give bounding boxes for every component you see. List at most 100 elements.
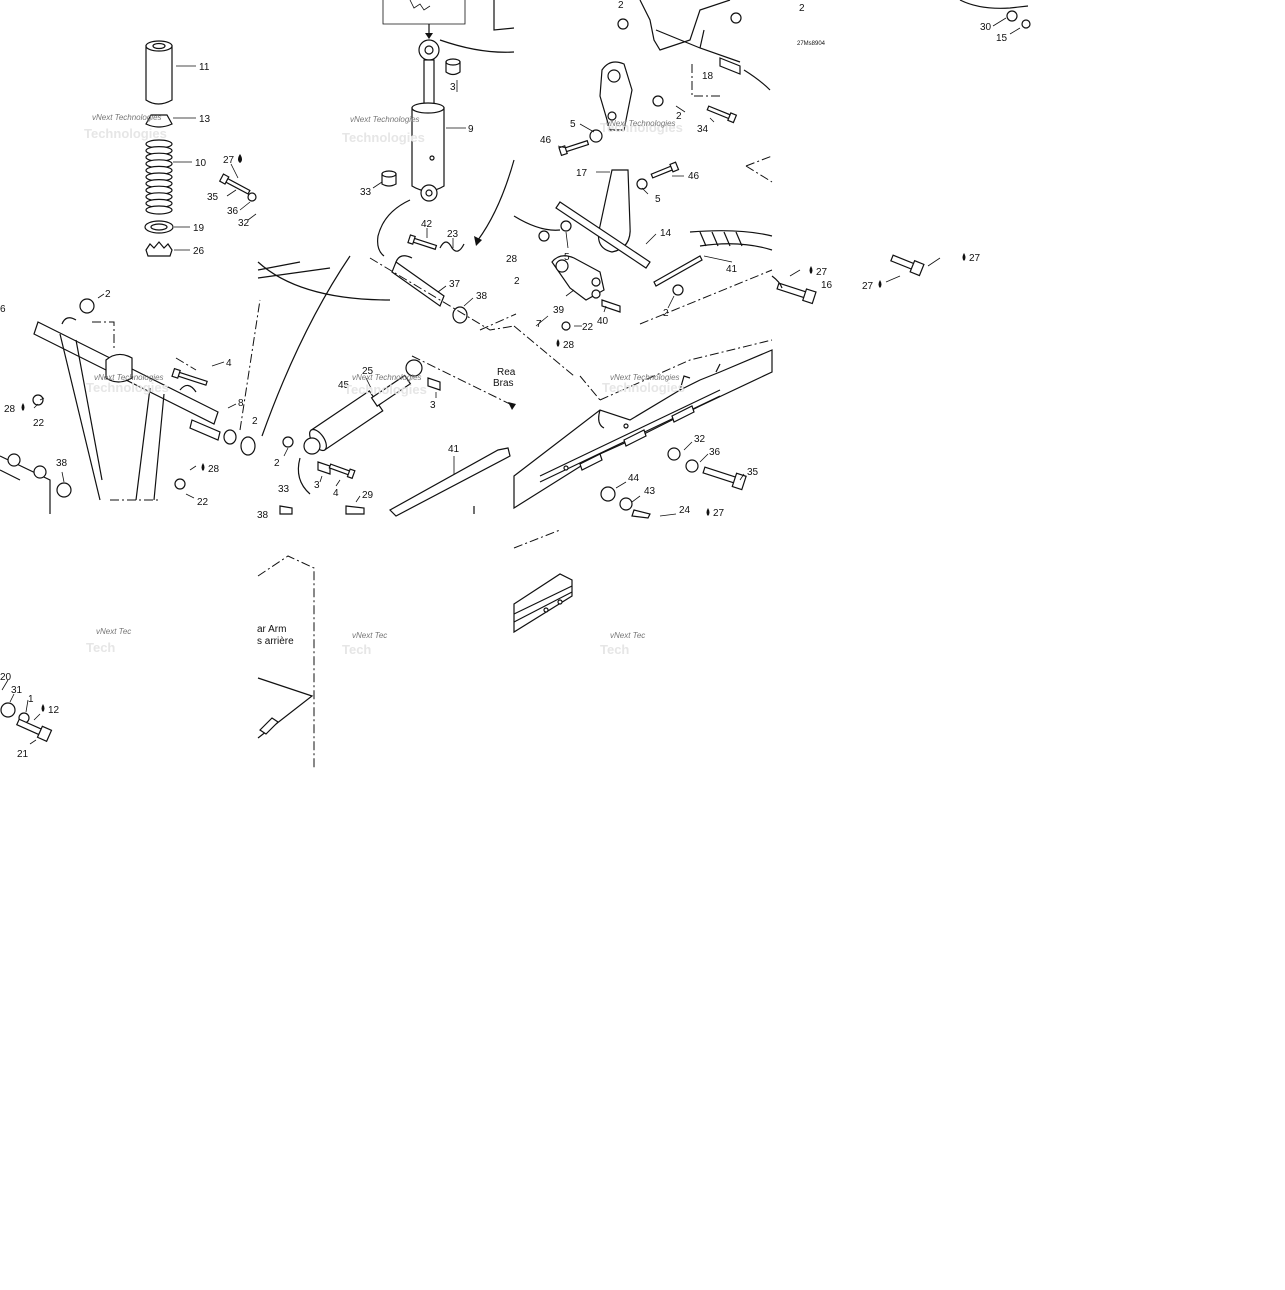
- tile-rail-fragment: [513, 529, 573, 634]
- coil-spring: [145, 139, 173, 215]
- label-46: 46: [540, 135, 552, 146]
- bushing-18: [719, 57, 741, 75]
- washer-2: [223, 429, 237, 445]
- nut-43: [619, 497, 633, 511]
- grease-drop-icon: [556, 339, 560, 347]
- watermarks: Technologies vNext Technologies Technolo…: [84, 113, 685, 657]
- svg-text:Tech: Tech: [600, 642, 629, 657]
- label-21: 21: [17, 749, 29, 760]
- label-2: 2: [274, 458, 280, 469]
- bolt-27: [890, 254, 925, 277]
- label-10: 10: [195, 158, 207, 169]
- tile-front-arm: 2 6 4 28 22 8 2 38 28 22: [0, 289, 261, 514]
- link-plate-17: [599, 61, 633, 131]
- label-2-top: 2: [618, 0, 624, 11]
- bolt-4: [328, 463, 356, 480]
- bushing-40: [601, 299, 621, 313]
- label-2b: 2: [252, 416, 258, 427]
- label-34: 34: [697, 124, 709, 135]
- label-33: 33: [360, 187, 372, 198]
- label-27b: 27: [969, 253, 981, 264]
- bushing-33: [279, 505, 293, 515]
- rear-arm-title-en: ar Arm: [257, 624, 286, 635]
- label-32: 32: [238, 218, 250, 229]
- label-28: 28: [506, 254, 518, 265]
- watermark-partial: vNext Tec: [610, 631, 645, 640]
- washer-5c: [560, 220, 572, 232]
- watermark-text: vNext Technologies: [350, 115, 420, 124]
- detail-top: [409, 0, 431, 11]
- label-37: 37: [449, 279, 461, 290]
- label-16: 16: [821, 280, 833, 291]
- label-13: 13: [199, 114, 211, 125]
- label-19: 19: [193, 223, 205, 234]
- nut-2: [652, 95, 664, 107]
- sleeve-8: [189, 419, 221, 441]
- leaders-t2: [372, 80, 466, 248]
- spring-cover: [145, 45, 173, 105]
- shock-valve: [429, 155, 435, 161]
- svg-text:Technologies: Technologies: [86, 380, 169, 395]
- cross-tube: [555, 201, 651, 269]
- tile-bolt-fragment: 27 27: [862, 253, 981, 292]
- grease-drop-icon: [809, 266, 813, 274]
- label-38: 38: [56, 458, 68, 469]
- washer-5b: [636, 178, 648, 190]
- watermark-text: vNext Technologies: [610, 373, 680, 382]
- svg-text:Technologies: Technologies: [344, 382, 427, 397]
- nut-2: [79, 298, 95, 314]
- label-20: 20: [0, 672, 12, 683]
- label-27: 27: [862, 281, 874, 292]
- grease-drop-icon: [238, 154, 242, 163]
- label-22: 22: [33, 418, 45, 429]
- bolt-21: [15, 718, 53, 743]
- label-23: 23: [447, 229, 459, 240]
- label-38b: 38: [257, 510, 269, 521]
- curve-line: [261, 255, 351, 437]
- grease-fitting-22b: [174, 478, 186, 490]
- watermark-text: vNext Technologies: [94, 373, 164, 382]
- bolt-24: [631, 509, 651, 519]
- washer-32: [667, 447, 681, 461]
- rod-41: [653, 255, 703, 287]
- shock-rod: [423, 59, 435, 105]
- tile-slide-rail: 32 36 35 44 43 24 27 27 16: [513, 266, 833, 519]
- label-3: 3: [430, 400, 436, 411]
- watermark-partial: vNext Tec: [96, 627, 131, 636]
- watermark-text: vNext Technologies: [606, 119, 676, 128]
- adjuster-cam: [145, 241, 173, 257]
- label-3: 3: [450, 82, 456, 93]
- bushing-3: [427, 377, 441, 391]
- label-42: 42: [421, 219, 433, 230]
- label-32: 32: [694, 434, 706, 445]
- label-17: 17: [576, 168, 588, 179]
- shock-eyelet-hole: [424, 45, 434, 55]
- bolt-4: [171, 367, 208, 386]
- bolt-29: [345, 505, 365, 515]
- washer-5: [589, 129, 603, 143]
- grease-drop-icon: [878, 280, 882, 288]
- hose-curve: [377, 199, 411, 257]
- label-36: 36: [227, 206, 239, 217]
- bushing-2: [240, 436, 256, 456]
- label-7: 7: [536, 319, 542, 330]
- bolt-34: [706, 105, 738, 124]
- leaders-t7: [615, 269, 801, 517]
- arrow-line: [477, 159, 515, 241]
- rail-fragment: [513, 573, 573, 634]
- label-28: 28: [563, 340, 575, 351]
- label-9: 9: [468, 124, 474, 135]
- bushing-3b: [317, 461, 331, 475]
- washer-44: [600, 486, 616, 502]
- panel-edge: [493, 0, 515, 31]
- label-5: 5: [570, 119, 576, 130]
- shock-eyelet: [405, 359, 423, 377]
- label-12: 12: [48, 705, 60, 716]
- rod-41: [389, 447, 511, 517]
- tile-rear-links: 2 5 2 46 34 17 46 5 14 5 41 39 22 40 2 2…: [479, 0, 773, 377]
- leaders-t6: [283, 285, 474, 503]
- label-3b: 3: [314, 480, 320, 491]
- label-40: 40: [597, 316, 609, 327]
- bolt-35: [702, 466, 747, 491]
